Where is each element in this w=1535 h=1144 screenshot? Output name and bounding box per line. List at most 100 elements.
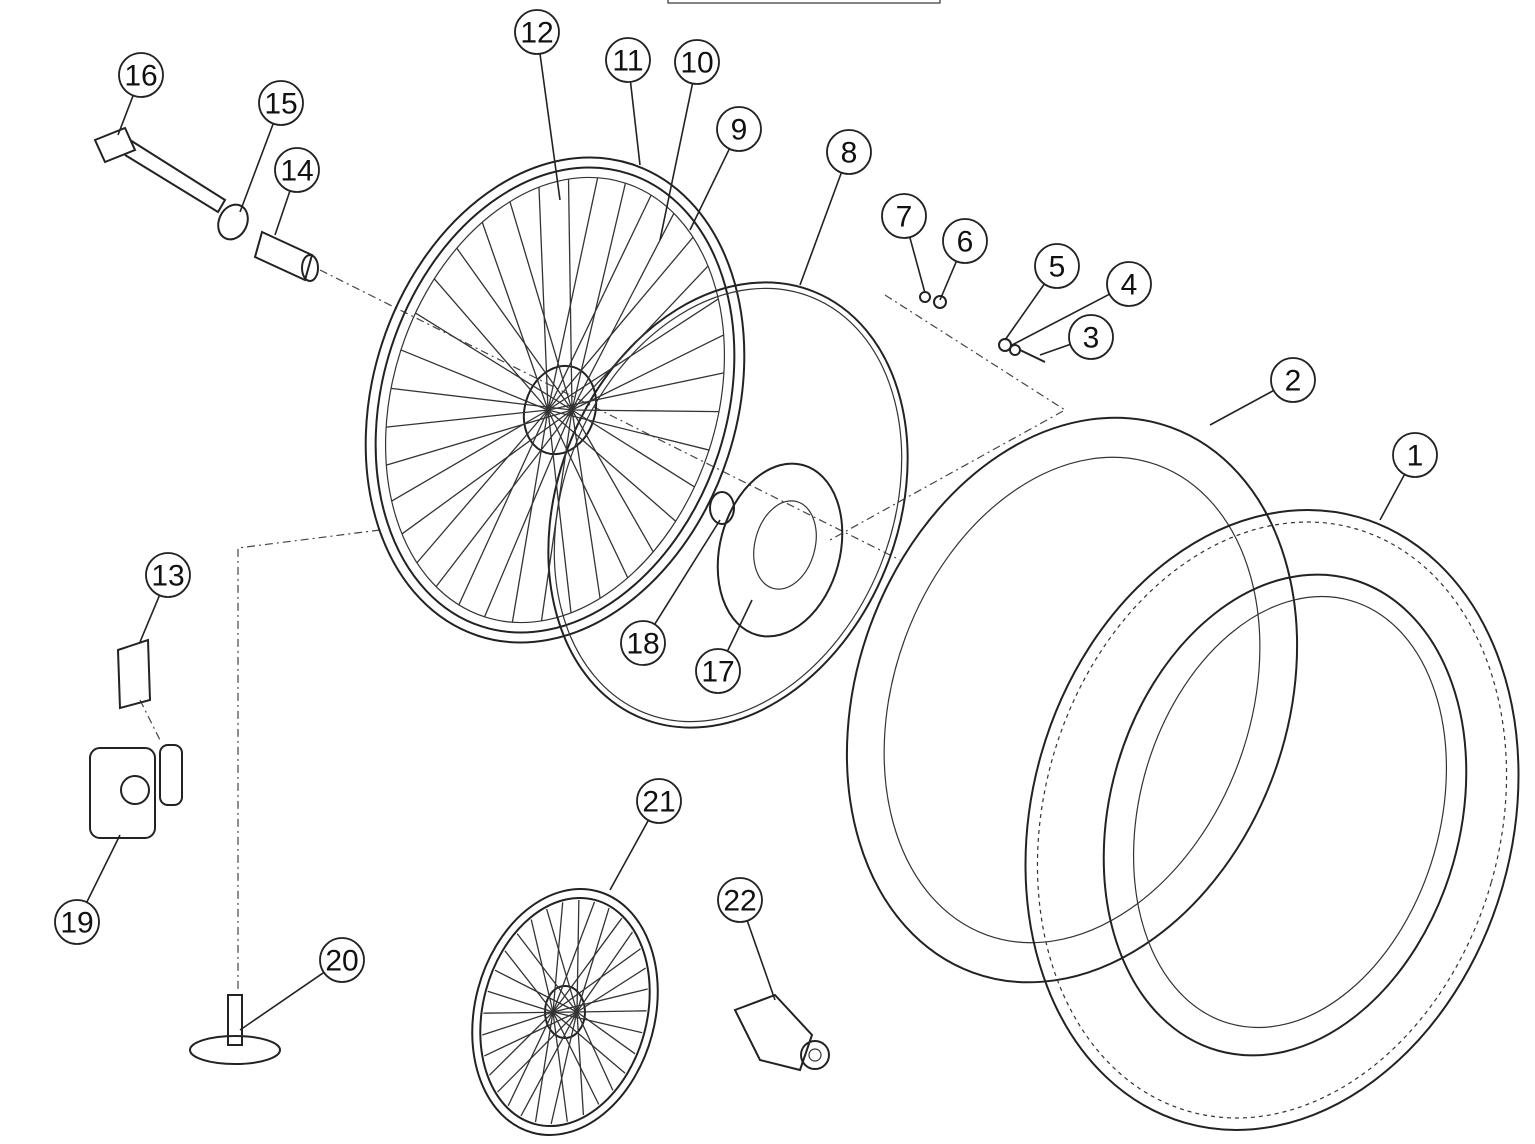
brake-disc-part [716, 462, 844, 638]
leader-line [799, 172, 843, 286]
spoke-line [571, 409, 695, 488]
callout-bubble [881, 193, 927, 239]
leader-line [1209, 389, 1275, 426]
spoke-line [552, 1011, 600, 1105]
callout-number: 2 [1285, 365, 1302, 398]
callout-22: 22 [717, 877, 776, 1001]
spacer-end [301, 254, 319, 282]
spoke-line [547, 372, 725, 411]
leader-line [746, 920, 776, 1001]
callout-number: 6 [957, 226, 974, 259]
hardware-parts [919, 291, 1046, 363]
spoke-line [487, 990, 554, 1013]
callout-bubble [717, 877, 763, 923]
callout-11: 11 [605, 37, 651, 166]
spoke-line [540, 409, 573, 621]
tire-part [1024, 509, 1520, 1131]
callout-bubble [1270, 357, 1316, 403]
leader-line [939, 260, 958, 301]
leader-line [1039, 343, 1071, 356]
leader-line [139, 594, 161, 643]
spoke-line [483, 409, 573, 618]
callout-bubble [118, 52, 164, 98]
callout-number: 20 [325, 945, 358, 978]
callout-8: 8 [799, 129, 872, 286]
callout-21: 21 [609, 778, 682, 891]
callout-9: 9 [689, 106, 762, 231]
callout-15: 15 [239, 80, 304, 213]
hub-part [733, 993, 830, 1072]
leader-line [539, 53, 561, 201]
spoke-line [576, 899, 580, 1013]
spoke-line [456, 247, 573, 411]
callout-18: 18 [620, 519, 721, 666]
leader-line [689, 148, 731, 231]
rim-band-part [547, 281, 909, 729]
spoke-line [576, 1011, 614, 1091]
spacer-part [253, 230, 314, 282]
callout-3: 3 [1039, 314, 1114, 360]
callout-number: 8 [841, 137, 858, 170]
spoke-line [458, 409, 549, 606]
spoke-line [552, 948, 641, 1013]
callout-bubble [1106, 261, 1152, 307]
spoke-line [552, 1011, 643, 1034]
callout-bubble [145, 552, 191, 598]
callout-bubble [826, 129, 872, 175]
valve-cover-part [89, 744, 183, 839]
callout-number: 13 [151, 560, 184, 593]
spoke-line [547, 409, 710, 451]
callout-bubble [674, 39, 720, 85]
leader-line [117, 95, 134, 136]
spoke-line [400, 349, 549, 411]
callout-number: 12 [520, 17, 553, 50]
spoke-line [504, 950, 554, 1013]
spoke-line [435, 409, 573, 588]
spoke-line [571, 334, 724, 411]
spoke-line [482, 1011, 554, 1036]
callout-12: 12 [514, 9, 561, 201]
spoke-line [571, 265, 709, 411]
callout-10: 10 [659, 39, 720, 241]
spoke-line [433, 278, 549, 411]
bearing-part [217, 203, 249, 241]
spoke-line [545, 908, 578, 1013]
spoke-line [576, 1011, 636, 1055]
callout-2: 2 [1209, 357, 1316, 426]
spoke-line [576, 1011, 585, 1116]
disc-bolt-axis-line [829, 294, 1067, 541]
leader-line [239, 123, 275, 213]
spoke-line [552, 988, 648, 1013]
spoke-line [552, 902, 564, 1013]
spoke-line [497, 1011, 578, 1093]
spoke-line [483, 1011, 578, 1014]
callout-5: 5 [1004, 243, 1080, 341]
callout-4: 4 [1011, 261, 1152, 346]
callout-bubble [258, 80, 304, 126]
callout-number: 9 [731, 114, 748, 147]
callout-6: 6 [939, 218, 988, 301]
leader-line [1011, 293, 1110, 346]
spoke-line [547, 194, 652, 411]
callout-20: 20 [239, 937, 365, 1031]
spoke-line [386, 409, 549, 428]
spoke-line [571, 409, 654, 553]
callout-bubble [514, 9, 560, 55]
callout-number: 10 [680, 47, 713, 80]
callout-number: 4 [1121, 269, 1138, 302]
inner-tube-part [845, 416, 1299, 984]
callout-13: 13 [139, 552, 191, 643]
callout-1: 1 [1379, 432, 1438, 521]
spoke-line [576, 967, 646, 1013]
leader-line [86, 834, 121, 903]
spoke-line [571, 183, 627, 411]
leader-line [609, 819, 650, 891]
spoke-line [511, 409, 549, 623]
callout-number: 17 [701, 656, 734, 689]
callout-bubble [1034, 243, 1080, 289]
spoke-line [520, 1011, 578, 1117]
spoke-line [552, 901, 596, 1013]
leader-line [653, 519, 721, 625]
spoke-line [576, 907, 610, 1013]
callout-number: 21 [642, 786, 675, 819]
